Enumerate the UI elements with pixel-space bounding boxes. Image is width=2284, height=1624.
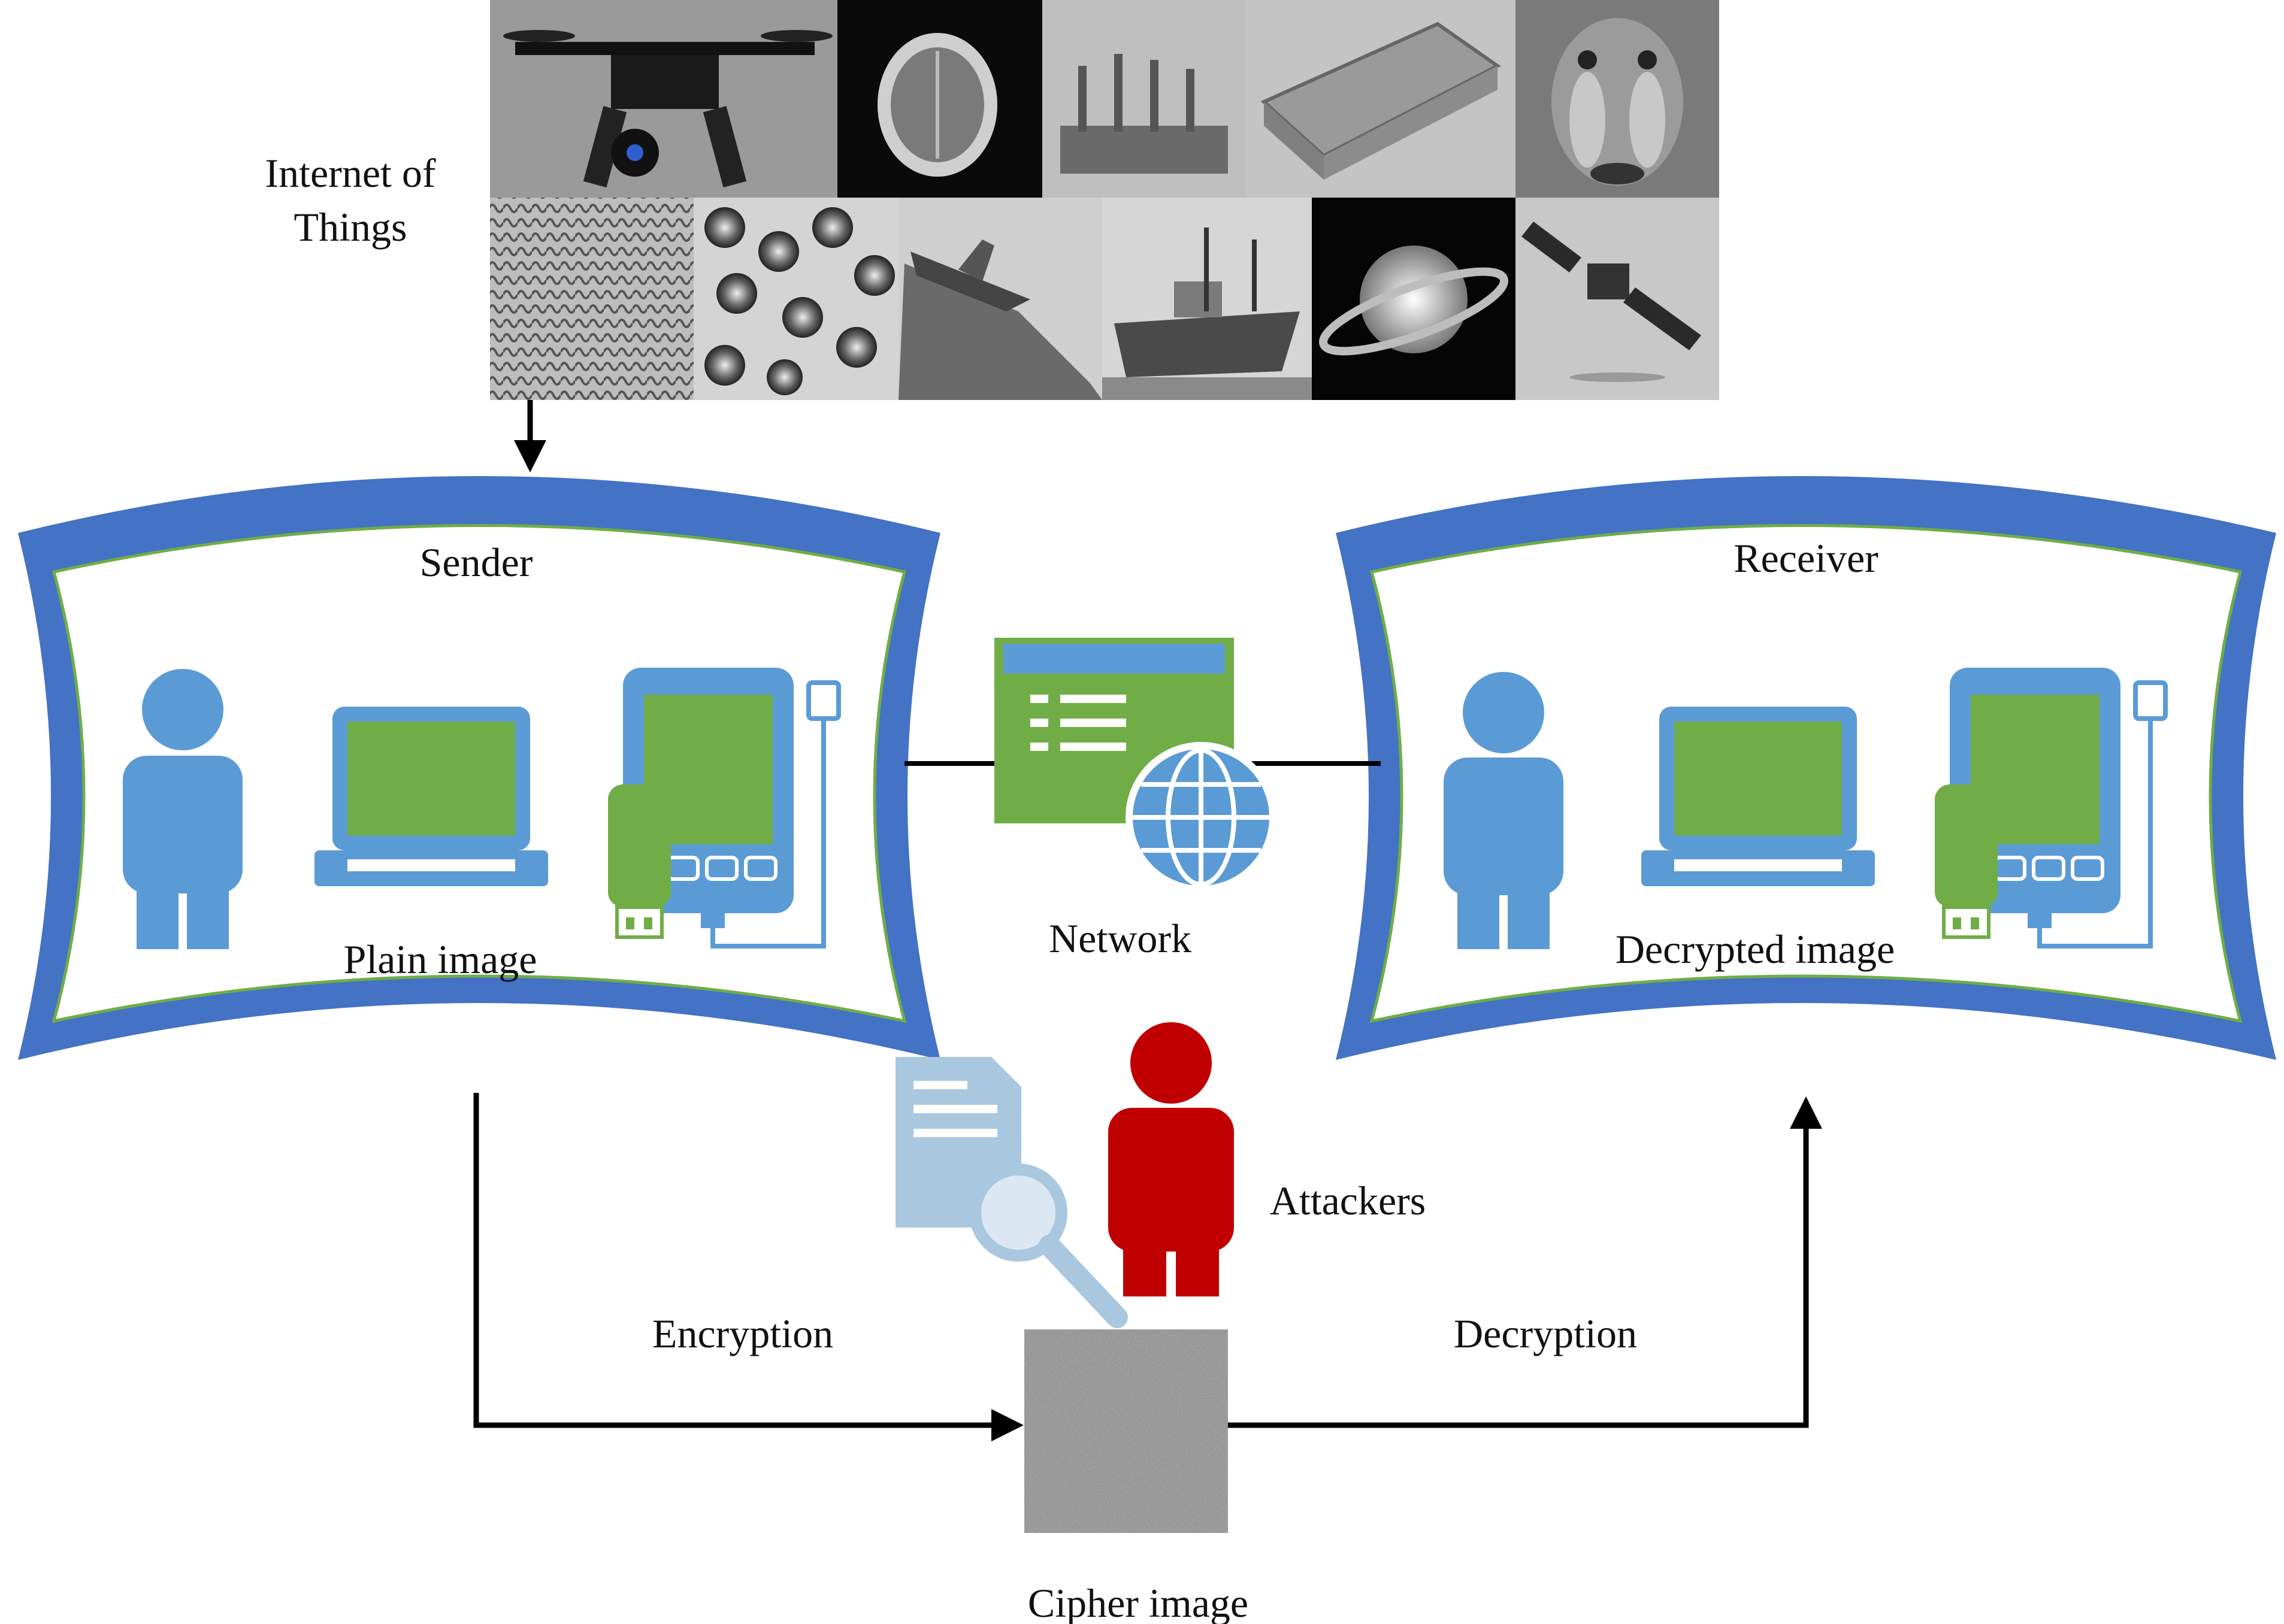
attackers-label: Attackers [1270, 1178, 1426, 1223]
sender-laptop-icon [314, 707, 548, 886]
decryption-arrow [1228, 1096, 1822, 1428]
magnifier-icon [969, 1164, 1128, 1328]
satellite-thumbnail [1515, 198, 1719, 400]
receiver-title: Receiver [1734, 535, 1878, 581]
drone-thumbnail [490, 0, 837, 198]
sender-usb-stick-icon [608, 784, 671, 939]
encryption-label: Encryption [652, 1311, 833, 1356]
brain-mri-thumbnail [837, 0, 1042, 198]
encryption-arrow [473, 1093, 1024, 1441]
saturn-thumbnail [1312, 198, 1515, 400]
ship-thumbnail [1102, 198, 1312, 400]
receiver-laptop-icon [1641, 707, 1875, 886]
plain-image-label: Plain image [344, 937, 537, 982]
iot-image-mosaic [490, 0, 1719, 400]
router-thumbnail [1042, 0, 1246, 198]
attacker-person-icon [1108, 1022, 1234, 1296]
receiver-usb-stick-icon [1935, 784, 1998, 939]
fingerprint-thumbnail [490, 198, 694, 400]
decryption-label: Decryption [1454, 1311, 1637, 1356]
fighter-jet-thumbnail [899, 198, 1102, 400]
sender-person-icon [123, 669, 243, 949]
globe-icon [1126, 742, 1276, 893]
network-label: Network [1049, 916, 1191, 961]
receiver-person-icon [1444, 672, 1563, 949]
iot-label-line2: Things [294, 204, 407, 250]
cipher-image-noise [1024, 1329, 1228, 1533]
cipher-image-label: Cipher image [1028, 1580, 1248, 1624]
iot-label-line1: Internet of [265, 150, 435, 196]
baboon-face-thumbnail [1515, 0, 1719, 198]
electronic-module-thumbnail [1246, 0, 1515, 198]
blood-cells-thumbnail [694, 198, 899, 400]
decrypted-image-label: Decrypted image [1616, 926, 1895, 972]
sender-title: Sender [420, 540, 533, 585]
